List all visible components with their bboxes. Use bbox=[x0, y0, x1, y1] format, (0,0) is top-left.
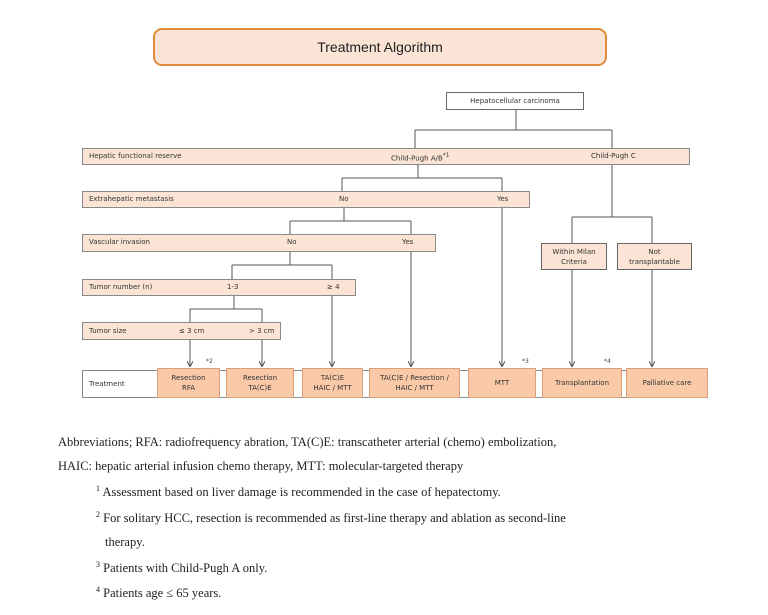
treatment-palliative-care: Palliative care bbox=[626, 368, 708, 398]
row-label-extra: Extrahepatic metastasis bbox=[89, 195, 174, 203]
treatment-transplantation: Transplantation bbox=[542, 368, 622, 398]
label-number-ge4: ≥ 4 bbox=[327, 283, 340, 291]
label-size-gt3: > 3 cm bbox=[249, 327, 275, 335]
row-label-size: Tumor size bbox=[89, 327, 127, 335]
footnote-4: 4 Patients age ≤ 65 years. bbox=[96, 585, 222, 601]
row-vascular-invasion: Vascular invasion No Yes bbox=[82, 234, 436, 252]
row-extrahepatic-metastasis: Extrahepatic metastasis No Yes bbox=[82, 191, 530, 208]
row-label-hepatic: Hepatic functional reserve bbox=[89, 152, 182, 160]
row-tumor-size: Tumor size ≤ 3 cm > 3 cm bbox=[82, 322, 281, 340]
row-hepatic-functional-reserve: Hepatic functional reserve Child-Pugh A/… bbox=[82, 148, 690, 165]
footnote-1: 1 Assessment based on liver damage is re… bbox=[96, 484, 501, 500]
treatment-footnote-2: *2 bbox=[206, 358, 213, 365]
abbreviations-line-2: HAIC: hepatic arterial infusion chemo th… bbox=[58, 459, 464, 473]
label-child-pugh-ab: Child-Pugh A/B*1 bbox=[391, 152, 450, 163]
label-vascular-no: No bbox=[287, 238, 297, 246]
treatment-tace-resection-haic-mtt: TA(C)E / Resection /HAIC / MTT bbox=[369, 368, 460, 398]
label-number-1-3: 1-3 bbox=[227, 283, 239, 291]
label-extra-no: No bbox=[339, 195, 349, 203]
row-label-treatment: Treatment bbox=[89, 380, 125, 388]
treatment-footnote-3: *3 bbox=[522, 358, 529, 365]
footnote-2-continued: therapy. bbox=[105, 535, 145, 549]
row-label-vascular: Vascular invasion bbox=[89, 238, 150, 246]
diagram-title: Treatment Algorithm bbox=[153, 28, 607, 66]
treatment-footnote-4: *4 bbox=[604, 358, 611, 365]
footnote-3: 3 Patients with Child-Pugh A only. bbox=[96, 560, 268, 576]
row-tumor-number: Tumor number (n) 1-3 ≥ 4 bbox=[82, 279, 356, 296]
root-node-hcc: Hepatocellular carcinoma bbox=[446, 92, 584, 110]
abbreviations-line-1: Abbreviations; RFA: radiofrequency abrat… bbox=[58, 435, 557, 449]
label-extra-yes: Yes bbox=[497, 195, 509, 203]
label-child-pugh-c: Child-Pugh C bbox=[591, 152, 636, 160]
row-label-number: Tumor number (n) bbox=[89, 283, 153, 291]
treatment-mtt: MTT bbox=[468, 368, 536, 398]
label-size-le3: ≤ 3 cm bbox=[179, 327, 205, 335]
footnote-2: 2 For solitary HCC, resection is recomme… bbox=[96, 510, 566, 526]
label-vascular-yes: Yes bbox=[402, 238, 414, 246]
